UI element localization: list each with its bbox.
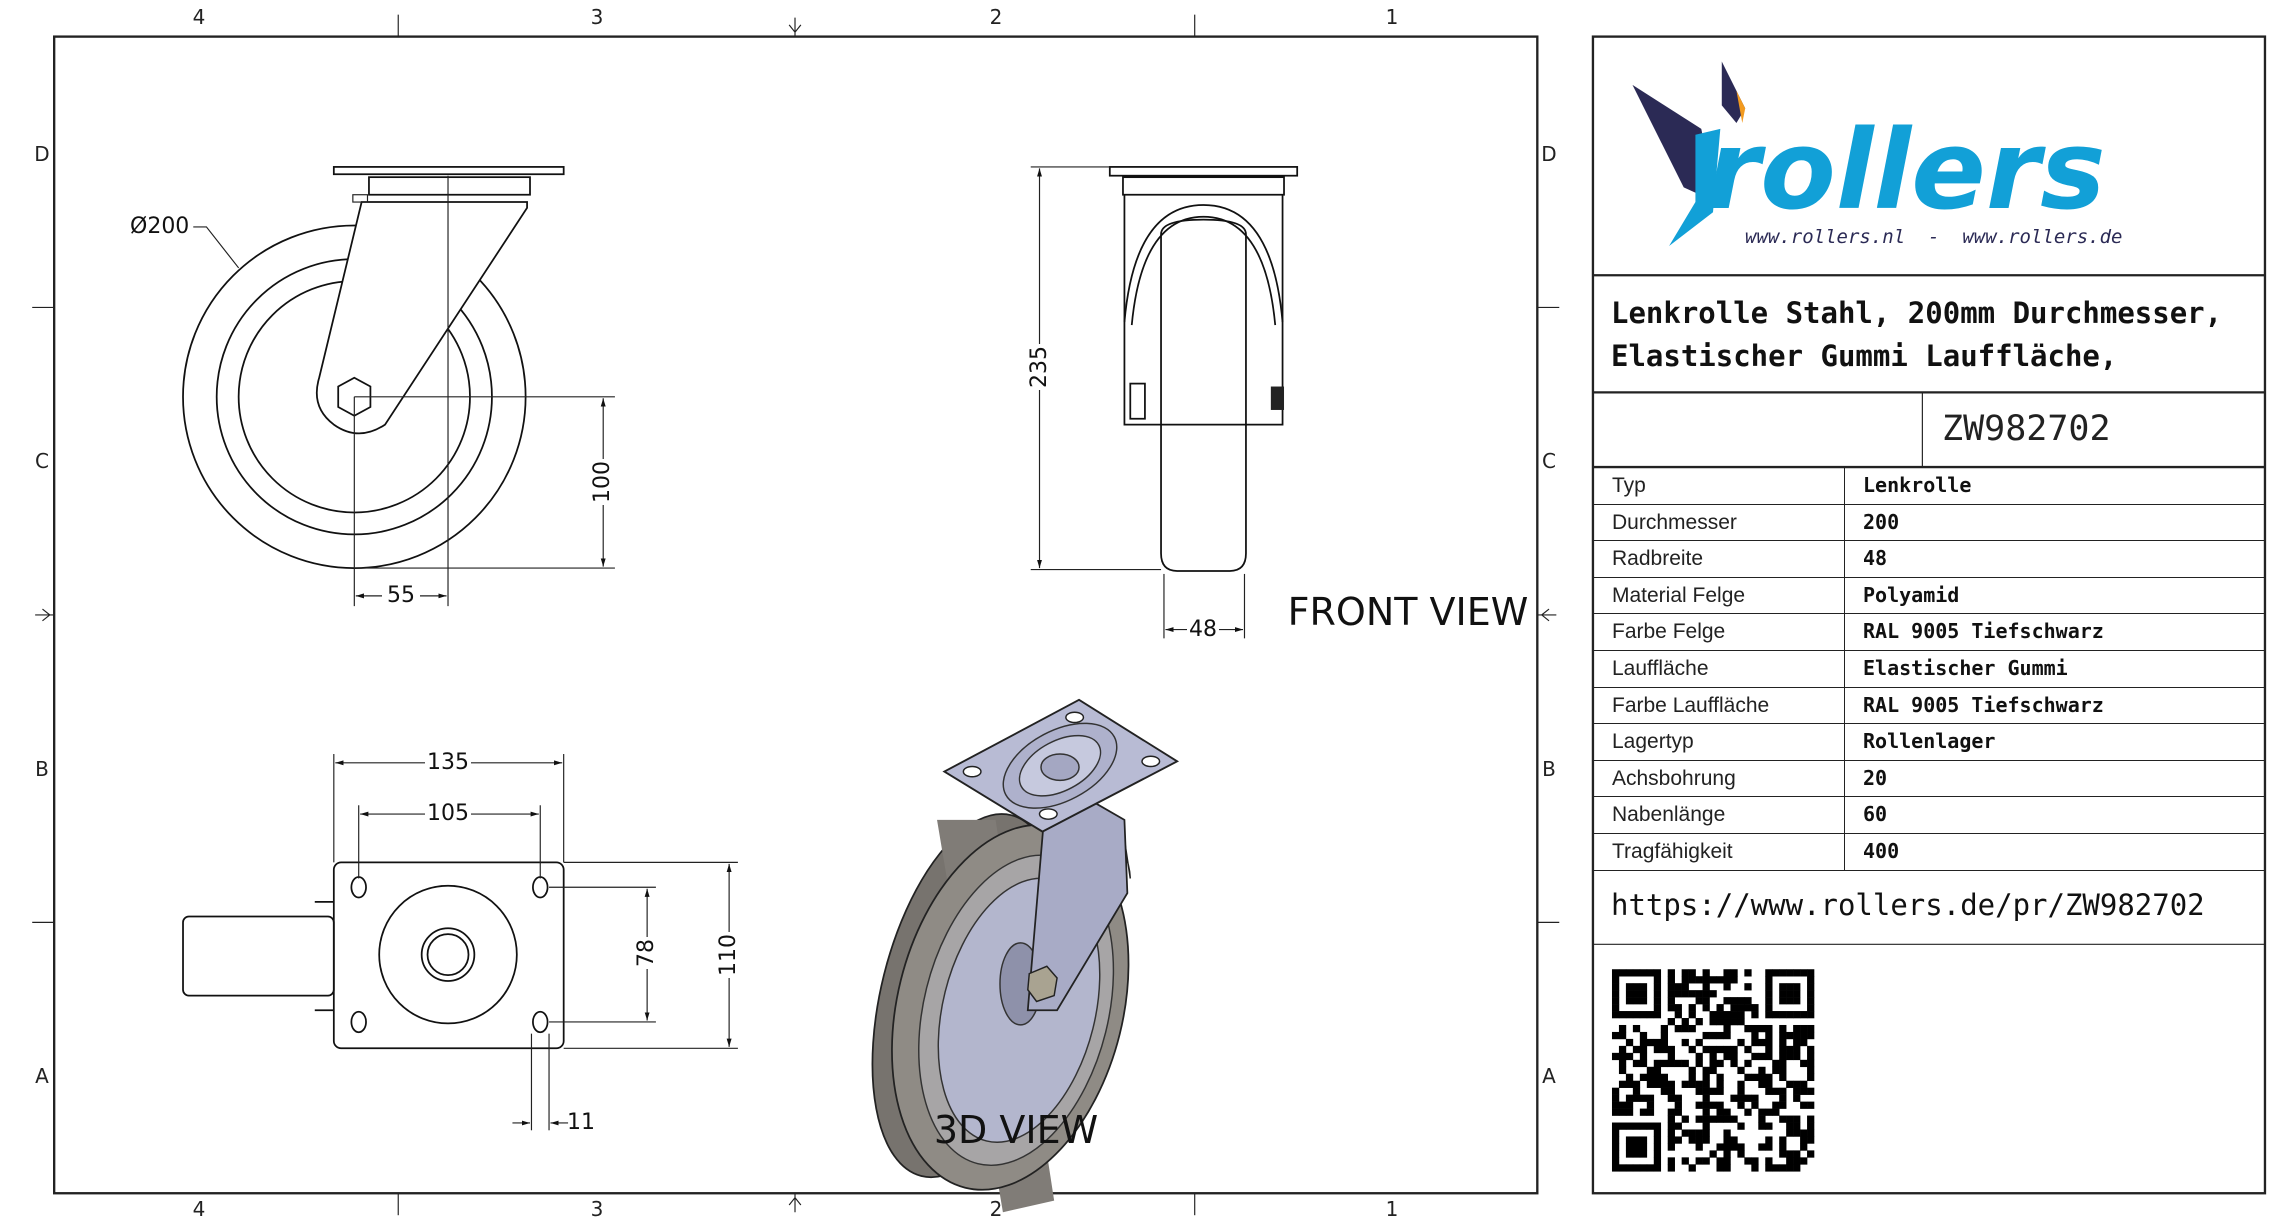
spec-value: 400 — [1863, 838, 1900, 863]
spec-row: Tragfähigkeit 400 — [1593, 833, 2265, 871]
spec-label: Lauffläche — [1593, 650, 1845, 687]
spec-label: Lagertyp — [1593, 724, 1845, 760]
spec-row: Achsbohrung 20 — [1593, 760, 2265, 798]
zone-row-c: C — [35, 449, 49, 473]
iso-view — [871, 698, 1180, 1213]
dim-100: 100 — [590, 459, 615, 505]
spec-label: Farbe Felge — [1593, 614, 1845, 650]
side-view — [182, 166, 615, 607]
spec-value: 200 — [1863, 509, 1900, 534]
spec-row: Durchmesser 200 — [1593, 504, 2265, 542]
part-number: ZW982702 — [1942, 409, 2111, 449]
title-block — [1591, 35, 2267, 1195]
front-view — [1030, 166, 1299, 639]
logo-urls: www.rollers.nl - www.rollers.de — [1745, 226, 2123, 248]
dim-55: 55 — [382, 584, 420, 608]
dim-135: 135 — [425, 750, 471, 775]
spec-label: Achsbohrung — [1593, 760, 1845, 797]
spec-label: Material Felge — [1593, 577, 1845, 614]
title-line-2: Elastischer Gummi Lauffläche, — [1611, 339, 2118, 373]
zone-col-1-bottom: 1 — [1385, 1197, 1399, 1221]
zone-col-1: 1 — [1385, 5, 1399, 29]
zone-markers — [32, 14, 1560, 1216]
spec-row: Lauffläche Elastischer Gummi — [1593, 650, 2265, 688]
zone-col-4-bottom: 4 — [192, 1197, 206, 1221]
spec-label: Durchmesser — [1593, 504, 1845, 541]
spec-value: 60 — [1863, 802, 1888, 827]
spec-row: Material Felge Polyamid — [1593, 577, 2265, 615]
spec-row: Farbe Lauffläche RAL 9005 Tiefschwarz — [1593, 687, 2265, 725]
spec-value: RAL 9005 Tiefschwarz — [1863, 619, 2104, 644]
dim-11: 11 — [567, 1110, 595, 1135]
spec-label: Typ — [1593, 468, 1845, 504]
dim-235: 235 — [1027, 344, 1052, 390]
logo-brand: rollers — [1706, 106, 2106, 234]
dim-105: 105 — [425, 801, 471, 826]
iso-view-label: 3D VIEW — [933, 1108, 1099, 1152]
zone-row-d: D — [34, 142, 50, 166]
title-line-1: Lenkrolle Stahl, 200mm Durchmesser, — [1611, 296, 2223, 330]
spec-value: Lenkrolle — [1863, 473, 1972, 497]
product-url[interactable]: https://www.rollers.de/pr/ZW982702 — [1611, 888, 2205, 922]
zone-row-b-right: B — [1542, 757, 1556, 781]
dim-48: 48 — [1187, 617, 1219, 642]
spec-row: Lagertyp Rollenlager — [1593, 724, 2265, 761]
spec-row: Typ Lenkrolle — [1593, 468, 2265, 505]
rollers-logo-mark — [1632, 61, 1746, 246]
zone-col-2: 2 — [989, 5, 1003, 29]
spec-value: Elastischer Gummi — [1863, 655, 2068, 680]
zone-row-c-right: C — [1542, 449, 1556, 473]
qr-code[interactable] — [1611, 969, 1815, 1172]
spec-row: Farbe Felge RAL 9005 Tiefschwarz — [1593, 614, 2265, 651]
zone-col-4: 4 — [192, 5, 206, 29]
spec-label: Nabenlänge — [1593, 797, 1845, 833]
front-view-label: FRONT VIEW — [1287, 590, 1529, 634]
zone-col-3: 3 — [590, 5, 604, 29]
zone-col-2-bottom: 2 — [989, 1197, 1003, 1221]
dim-110: 110 — [716, 932, 741, 978]
spec-label: Tragfähigkeit — [1593, 833, 1845, 870]
spec-label: Farbe Lauffläche — [1593, 687, 1845, 724]
spec-value: 20 — [1863, 765, 1888, 790]
spec-row: Nabenlänge 60 — [1593, 797, 2265, 834]
zone-row-d-right: D — [1541, 142, 1557, 166]
dim-diameter: Ø200 — [130, 214, 190, 239]
dim-78: 78 — [634, 937, 659, 969]
zone-row-a: A — [35, 1064, 49, 1088]
zone-col-3-bottom: 3 — [590, 1197, 604, 1221]
spec-value: Rollenlager — [1863, 729, 1996, 754]
zone-row-a-right: A — [1542, 1064, 1556, 1088]
spec-row: Radbreite 48 — [1593, 541, 2265, 578]
spec-value: 48 — [1863, 546, 1888, 571]
spec-value: RAL 9005 Tiefschwarz — [1863, 692, 2104, 717]
spec-value: Polyamid — [1863, 582, 1960, 607]
spec-label: Radbreite — [1593, 541, 1845, 577]
zone-row-b: B — [35, 757, 49, 781]
